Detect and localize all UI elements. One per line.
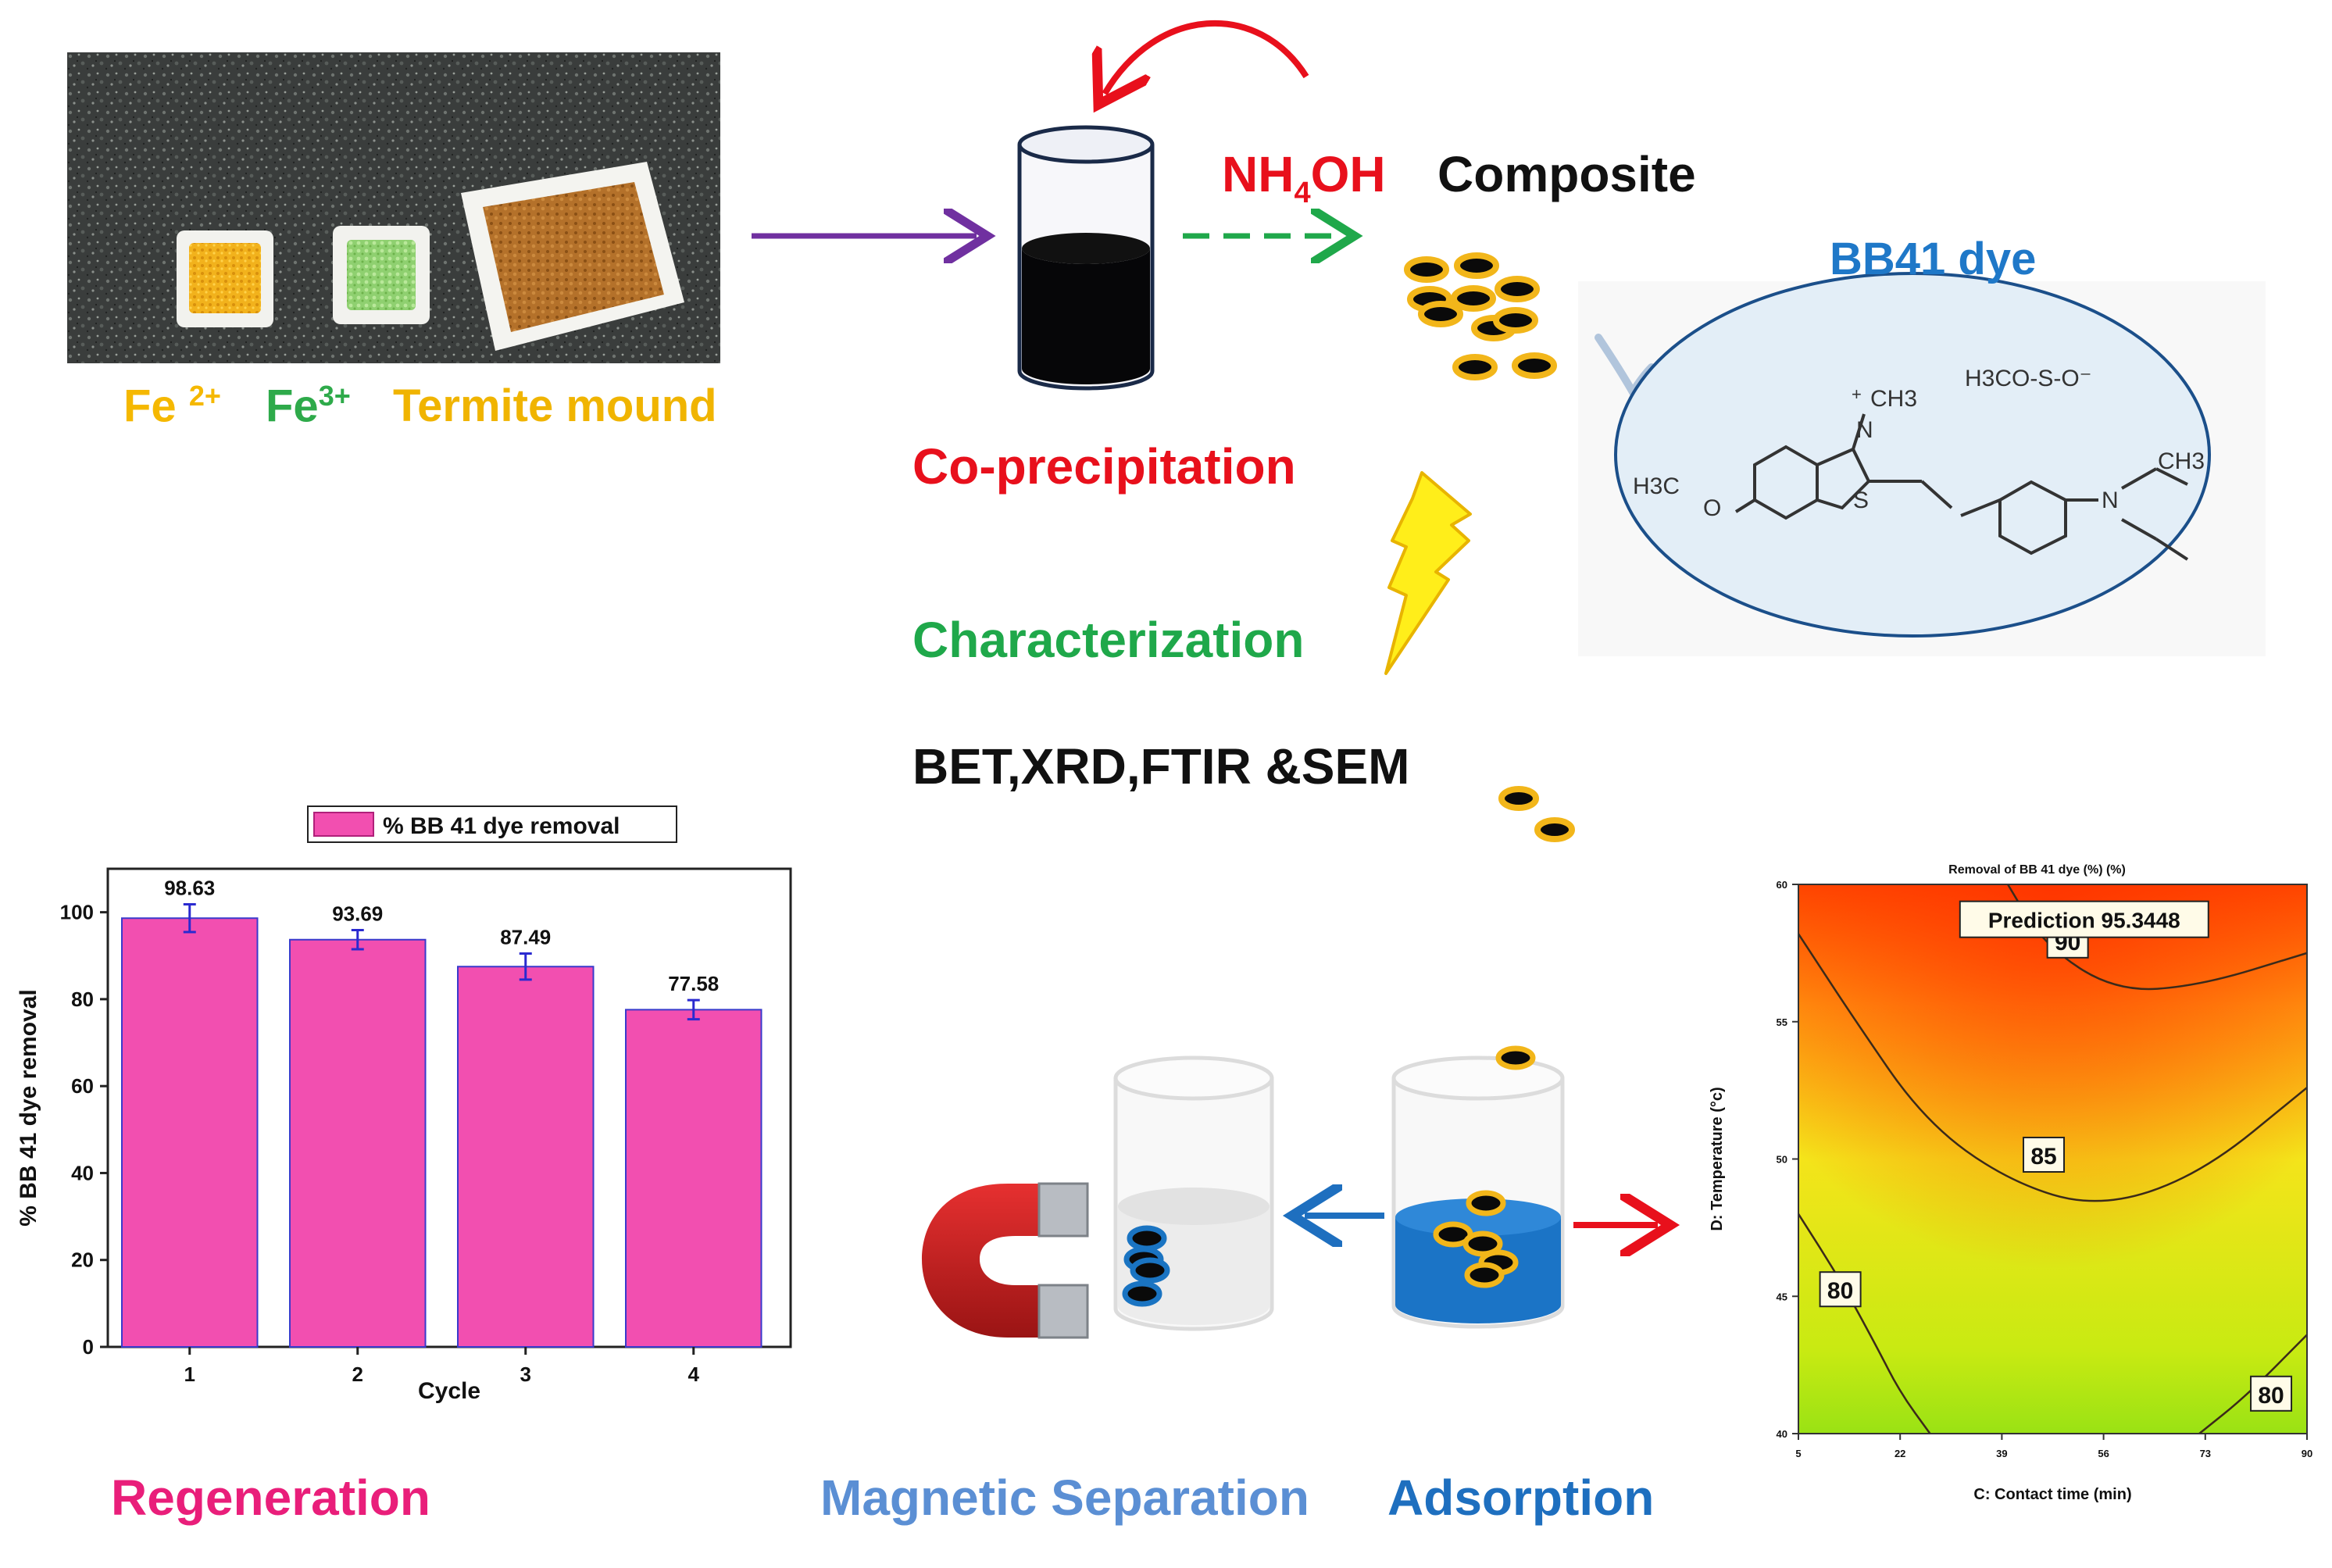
bar — [289, 938, 427, 1348]
fe2-base: Fe — [123, 380, 177, 432]
mol-ch3-top: CH3 — [1870, 386, 1917, 412]
bar-value-label: 93.69 — [332, 902, 383, 926]
fe2-sup: 2+ — [188, 380, 221, 412]
contour-plot: 90 85 80 80 Prediction 95.3448 Removal of BB … — [1709, 863, 2312, 1503]
bb41-title: BB41 dye — [1830, 234, 2037, 284]
composite-particles — [1404, 252, 1557, 380]
y-tick-label: 45 — [1777, 1291, 1787, 1302]
red-curved-arrow — [1105, 20, 1309, 94]
top-flow-graphics: CH3 + N H3CO-S-O⁻ H3C O S N CH3 — [752, 20, 2211, 842]
y-tick-label: 40 — [1777, 1428, 1787, 1440]
prediction-text: Prediction 95.3448 — [1988, 909, 2180, 933]
separation-graphics — [922, 1045, 1695, 1339]
bb41-molecule-labels: CH3 + N H3CO-S-O⁻ H3C O S N CH3 — [1633, 366, 2205, 521]
composite-label: Composite — [1437, 146, 1696, 202]
mol-plus: + — [1852, 384, 1862, 404]
y-tick-label: 40 — [71, 1161, 94, 1184]
regeneration-label: Regeneration — [111, 1470, 430, 1526]
bar-value-label: 98.63 — [164, 876, 215, 899]
mol-o: O — [1703, 495, 1721, 521]
x-tick-label: 3 — [520, 1363, 531, 1386]
fe3-label: Fe3+ — [266, 380, 351, 432]
y-tick-label: 60 — [1777, 879, 1787, 891]
adsorption-label: Adsorption — [1387, 1470, 1655, 1526]
legend-swatch — [313, 812, 374, 837]
x-tick-label: 4 — [688, 1363, 700, 1386]
y-tick-label: 20 — [71, 1248, 94, 1272]
x-tick-label: 39 — [1996, 1448, 2007, 1459]
y-axis-label: % BB 41 dye removal — [16, 989, 41, 1226]
bar — [625, 1009, 762, 1348]
contour-label-box — [1819, 1271, 1862, 1308]
separation-beaker — [1113, 1055, 1274, 1331]
mol-ch3-right: CH3 — [2158, 448, 2205, 474]
x-tick-label: 2 — [352, 1363, 363, 1386]
x-tick-label: 90 — [2302, 1448, 2312, 1459]
contour-label-box — [2250, 1375, 2293, 1412]
contour-label: 80 — [1827, 1278, 1853, 1304]
contour-title: Removal of BB 41 dye (%) (%) — [1948, 863, 2126, 877]
x-tick-label: 1 — [184, 1363, 195, 1386]
y-tick-label: 60 — [71, 1074, 94, 1098]
x-axis-label: Cycle — [418, 1378, 480, 1404]
fe3-base: Fe — [266, 380, 319, 432]
regeneration-bar-chart: % BB 41 dye removal 0 20 40 60 80 100 % BB 41 d… — [16, 805, 792, 1404]
legend: % BB 41 dye removal — [307, 805, 677, 843]
nh4oh-sub: 4 — [1294, 176, 1311, 209]
characterization-label: Characterization — [912, 612, 1305, 668]
magnetic-label: Magnetic Separation — [820, 1470, 1309, 1526]
stray-particles — [1498, 786, 1575, 842]
coprecip-label: Co-precipitation — [912, 438, 1296, 495]
x-tick-label: 22 — [1895, 1448, 1905, 1459]
mol-s: S — [1853, 488, 1869, 513]
nh4oh-a: NH — [1222, 146, 1295, 202]
x-axis-label: C: Contact time (min) — [1973, 1486, 2131, 1503]
nh4oh-b: OH — [1310, 146, 1386, 202]
y-tick-label: 0 — [83, 1335, 94, 1359]
y-tick-label: 80 — [71, 988, 94, 1011]
adsorption-beaker — [1391, 1045, 1565, 1329]
y-tick-label: 55 — [1777, 1016, 1787, 1028]
raw-materials-photo — [67, 52, 720, 363]
legend-text: % BB 41 dye removal — [383, 813, 620, 839]
mol-n: N — [1856, 417, 1873, 443]
contour-label: 85 — [2030, 1144, 2056, 1170]
bar — [121, 917, 259, 1348]
bar-value-label: 87.49 — [500, 926, 551, 949]
contour-label-box — [2023, 1136, 2066, 1173]
x-tick-label: 5 — [1795, 1448, 1801, 1459]
bb41-molecule — [1734, 413, 2189, 561]
contour-line — [1797, 1213, 1931, 1434]
fe2-label: Fe 2+ — [123, 380, 221, 432]
termite-label: Termite mound — [393, 380, 717, 431]
x-tick-label: 73 — [2200, 1448, 2211, 1459]
bar — [457, 966, 595, 1348]
mol-anion: H3CO-S-O⁻ — [1965, 366, 2092, 391]
mol-h3c: H3C — [1633, 473, 1680, 499]
dye-oval — [1614, 272, 2211, 638]
prediction-box — [1959, 900, 2209, 938]
y-tick-label: 50 — [1777, 1154, 1787, 1166]
contour-label: 80 — [2258, 1383, 2284, 1409]
y-tick-label: 100 — [60, 901, 94, 924]
magnet-icon — [922, 1182, 1089, 1339]
y-axis-label: D: Temperature (°c) — [1709, 1087, 1726, 1230]
beaker-icon — [1017, 125, 1155, 391]
techniques-label: BET,XRD,FTIR &SEM — [912, 738, 1410, 795]
x-tick-label: 56 — [2098, 1448, 2109, 1459]
nh4oh-label: NH4OH — [1222, 145, 1386, 210]
lightning-icon — [1384, 471, 1472, 675]
fe3-sup: 3+ — [318, 380, 351, 412]
mol-n2: N — [2102, 488, 2119, 513]
contour-line — [1797, 933, 2308, 1202]
bar-value-label: 77.58 — [668, 972, 719, 995]
